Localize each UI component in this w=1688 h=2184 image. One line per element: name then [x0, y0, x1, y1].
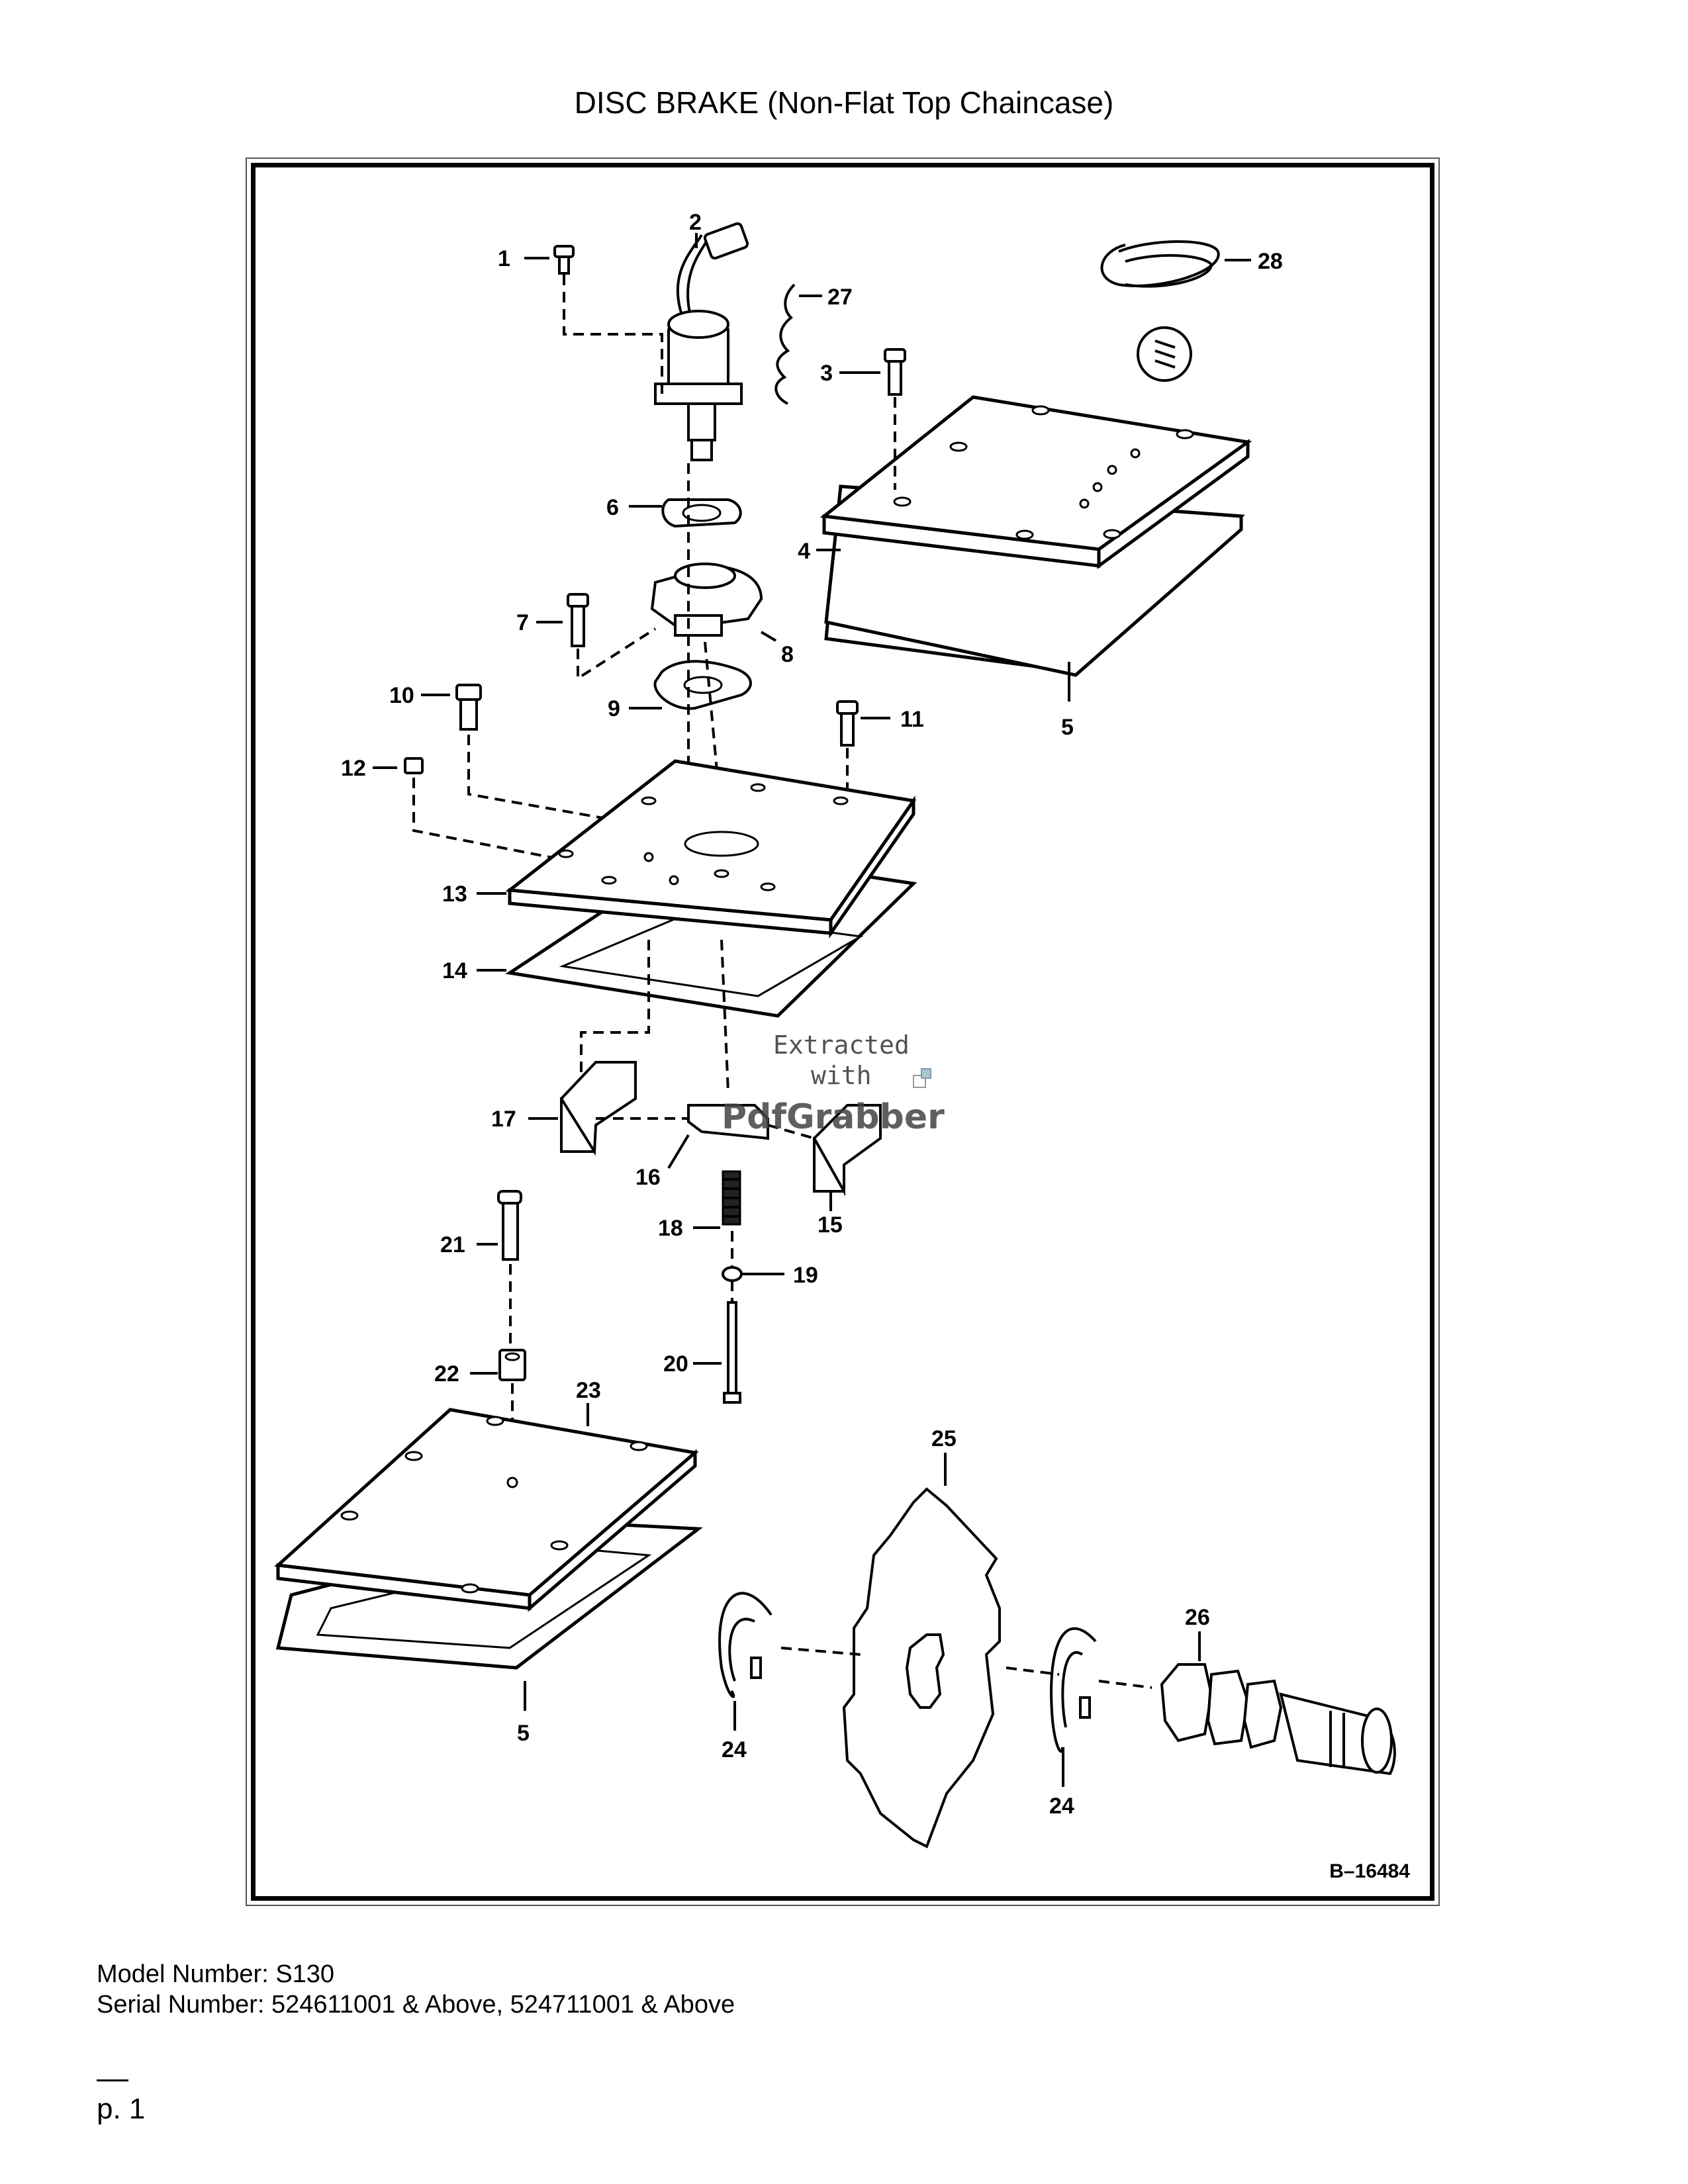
watermark-line1: Extracted: [773, 1030, 910, 1060]
brake-block-part-17: [559, 1061, 637, 1156]
callout-16: 16: [635, 1165, 661, 1190]
brake-block-part-16: [596, 1104, 769, 1140]
watermark: Extracted with PdfGrabber: [722, 1030, 945, 1137]
spring-part-27: [774, 283, 796, 405]
callout-5: 5: [1061, 715, 1074, 740]
page-title: DISC BRAKE (Non-Flat Top Chaincase): [574, 85, 1114, 120]
callout-5-lower: 5: [517, 1721, 530, 1746]
model-number: Model Number: S130: [97, 1960, 335, 1988]
callout-26: 26: [1185, 1605, 1210, 1630]
bolt-part-3: [884, 348, 906, 490]
callout-13: 13: [442, 882, 467, 907]
brake-disc-part-25: [780, 1487, 1152, 1848]
watermark-brand: PdfGrabber: [722, 1097, 945, 1137]
callout-25: 25: [931, 1426, 957, 1451]
callout-15: 15: [818, 1212, 843, 1238]
callout-21: 21: [440, 1232, 465, 1257]
callout-28: 28: [1258, 249, 1283, 274]
bolt-part-20: [723, 1281, 741, 1404]
callout-14: 14: [442, 958, 467, 983]
snap-ring-part-24-left: [718, 1592, 773, 1698]
page-number-rule: [97, 2079, 128, 2081]
bolt-part-7: [567, 593, 657, 681]
callout-3: 3: [820, 361, 833, 386]
diagram-frame-outer: [246, 158, 1440, 1906]
leader-lines: [373, 233, 1251, 1787]
spacer-part-22: [498, 1349, 526, 1482]
page-number: p. 1: [97, 2093, 146, 2125]
callout-8: 8: [781, 642, 794, 667]
bolt-part-11: [836, 700, 859, 797]
callout-12: 12: [341, 756, 366, 781]
solenoid-bracket-part-8: [650, 563, 763, 637]
pin-part-21: [497, 1190, 522, 1350]
callout-22: 22: [434, 1361, 459, 1387]
callout-10: 10: [389, 683, 414, 708]
serial-number: Serial Number: 524611001 & Above, 524711…: [97, 1991, 735, 2019]
wire-harness-part-28: [1100, 240, 1220, 382]
spring-part-18: [722, 1170, 741, 1226]
callout-17: 17: [491, 1107, 516, 1132]
gasket-part-9: [653, 463, 752, 821]
figure-reference: B–16484: [1329, 1860, 1410, 1882]
watermark-icon: [913, 1075, 926, 1088]
callout-2: 2: [689, 210, 702, 235]
washer-part-19: [722, 1231, 743, 1282]
brake-cover-plate-upper: [820, 395, 1252, 677]
brake-block-part-15: [767, 1104, 882, 1197]
snap-ring-part-24-right: [1050, 1627, 1097, 1753]
bolt-part-10: [455, 684, 656, 829]
callout-4: 4: [798, 539, 810, 564]
callout-27: 27: [827, 285, 853, 310]
callout-11: 11: [900, 707, 924, 732]
callout-20: 20: [663, 1351, 688, 1377]
callout-9: 9: [608, 696, 620, 721]
callout-labels: 1 2 3 4 5 5 6 7 8 9 10 11 12 13 14 15 16…: [341, 210, 1283, 1819]
parts-diagram: .ln { stroke:#000; stroke-width:4; fill:…: [274, 210, 1410, 1882]
callout-19: 19: [793, 1263, 818, 1288]
sprocket-shaft-part-26: [1160, 1663, 1396, 1776]
bolt-part-1: [553, 245, 663, 397]
callout-1: 1: [498, 246, 510, 271]
callout-24-right: 24: [1049, 1794, 1074, 1819]
callout-23: 23: [576, 1378, 601, 1403]
callout-6: 6: [606, 495, 619, 520]
callout-18: 18: [658, 1216, 683, 1241]
brake-cover-plate-lower: [274, 1408, 703, 1670]
watermark-line2: with: [811, 1061, 872, 1090]
callout-24-left: 24: [722, 1737, 747, 1762]
gasket-part-6: [661, 498, 742, 528]
brake-solenoid: [654, 222, 749, 461]
callout-7: 7: [516, 610, 529, 635]
brake-plate-part-13: [505, 759, 917, 1093]
